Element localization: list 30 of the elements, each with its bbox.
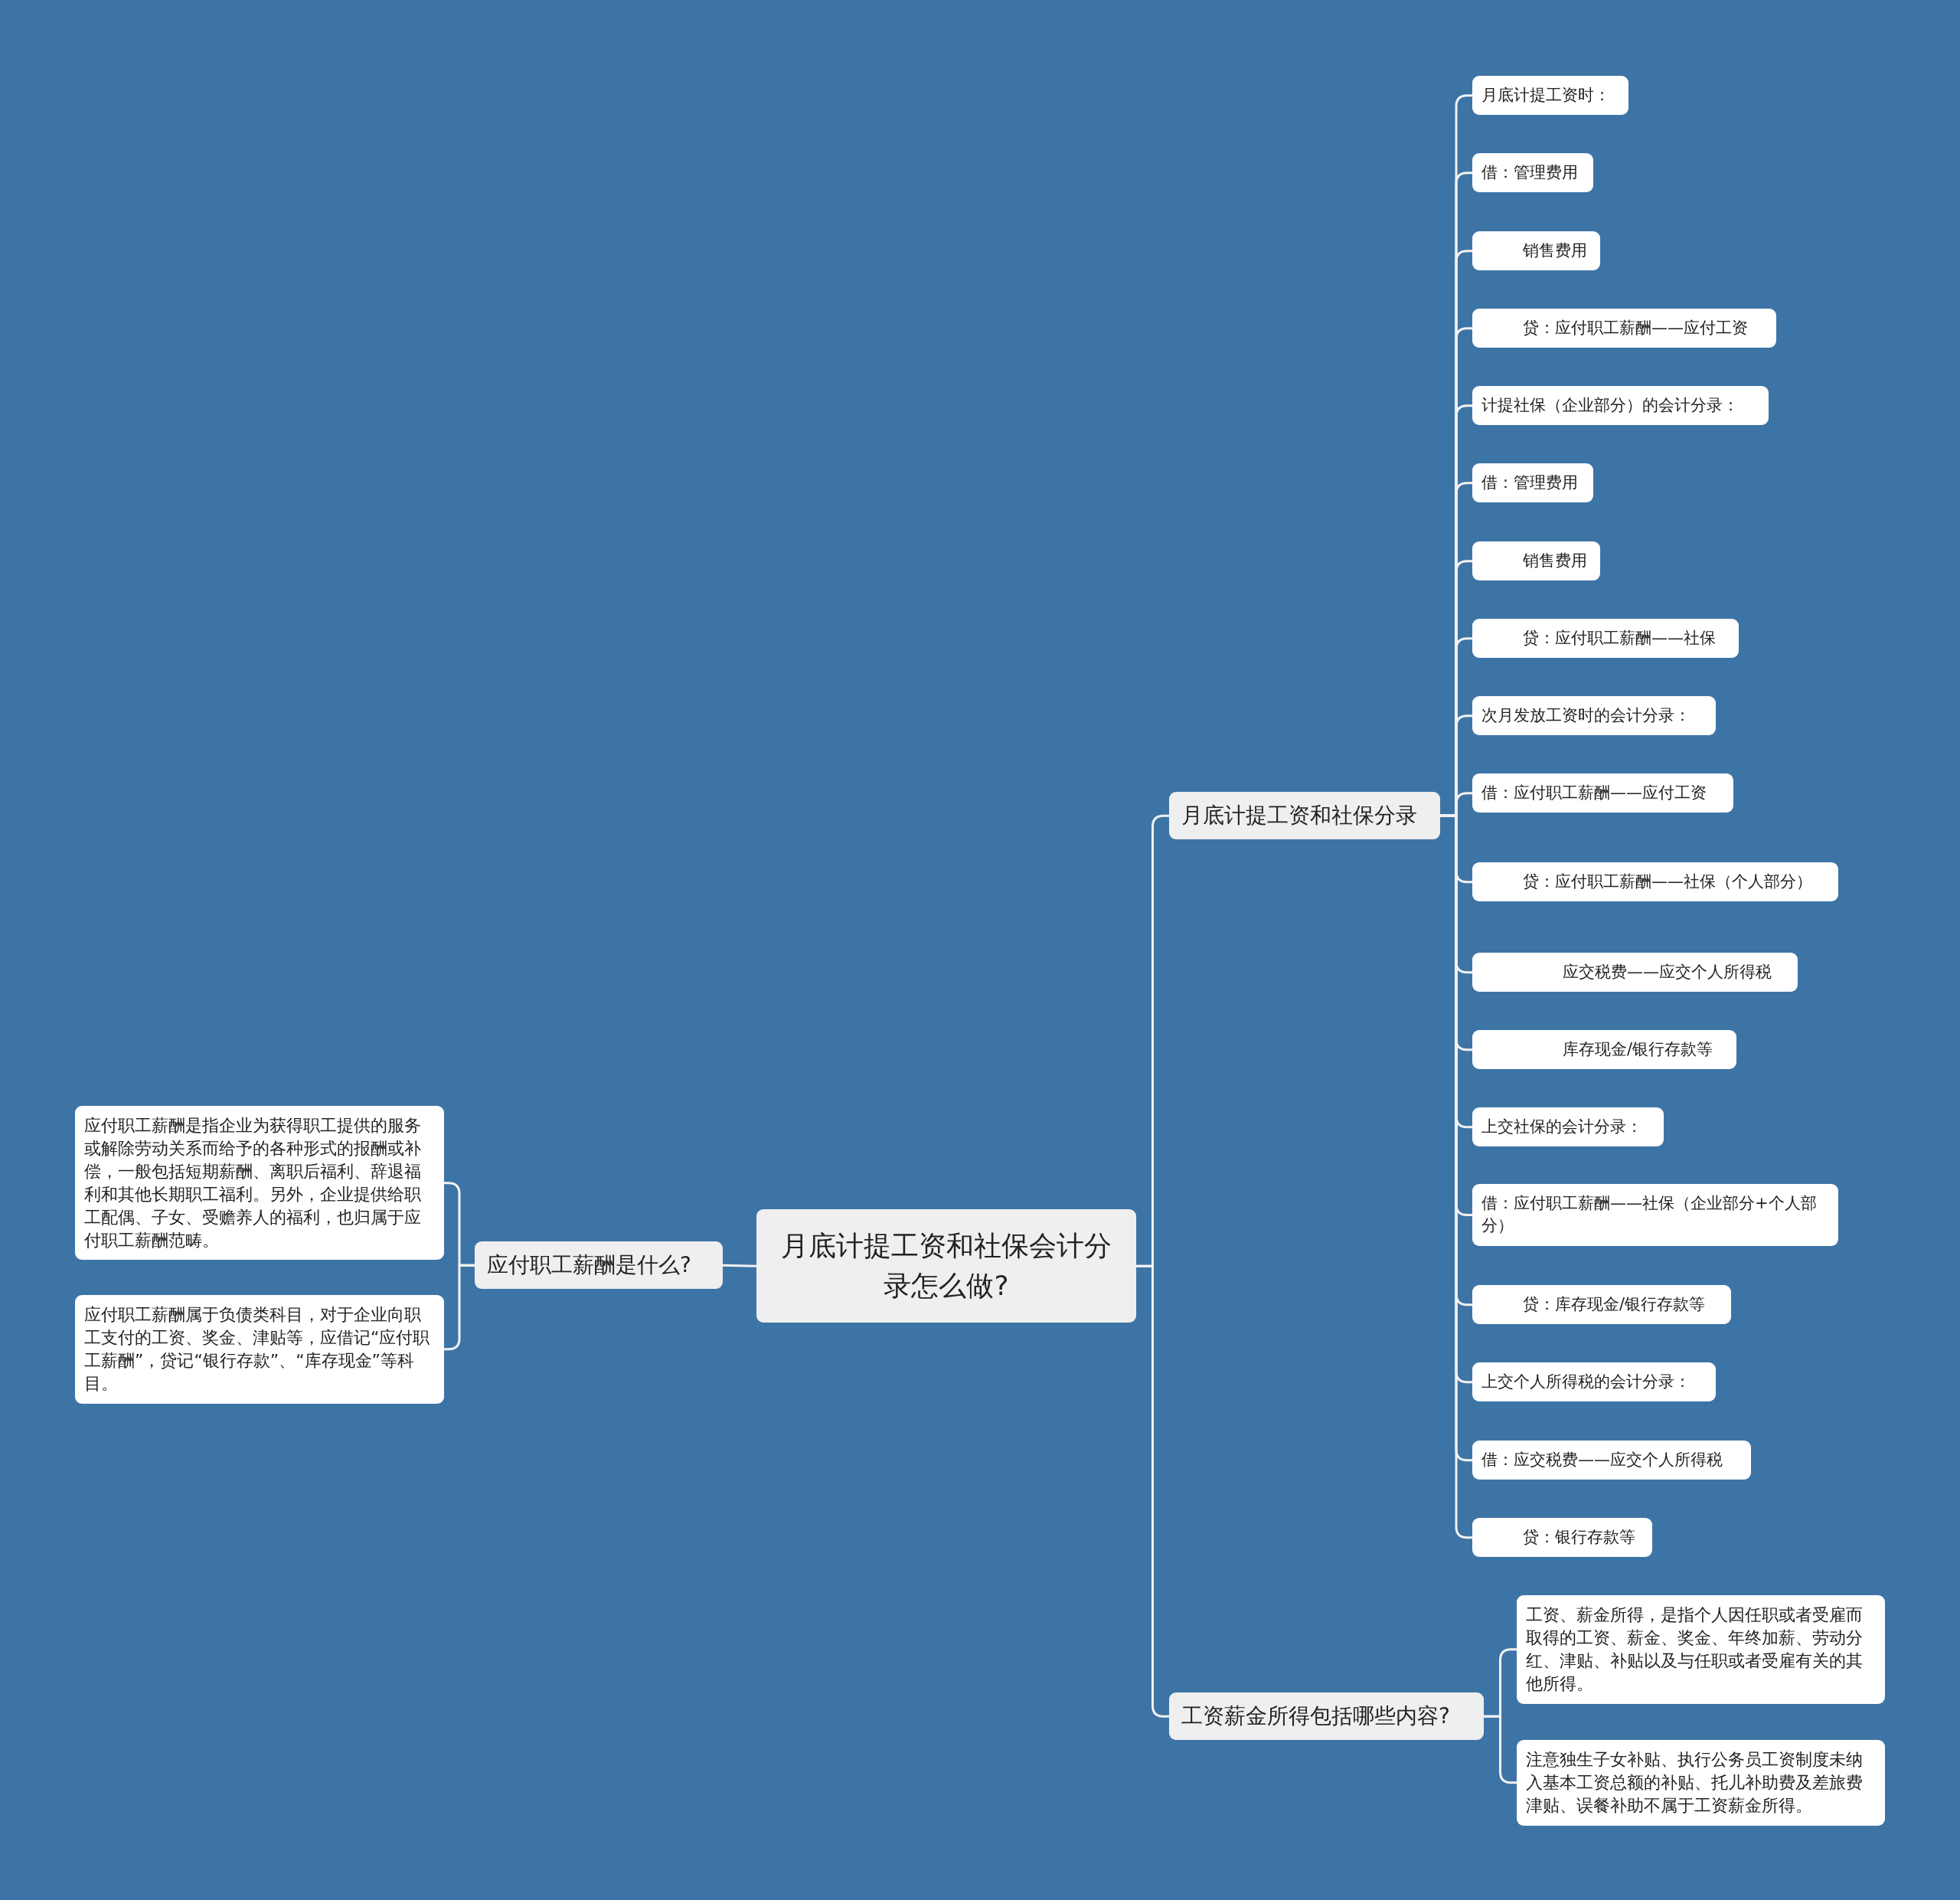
entry-box: 借：管理费用	[1472, 463, 1593, 503]
entry-box: 月底计提工资时：	[1472, 76, 1628, 116]
entry-box: 贷：应付职工薪酬——社保	[1472, 619, 1739, 659]
entry-box: 贷：库存现金/银行存款等	[1472, 1285, 1731, 1325]
entry-box: 计提社保（企业部分）的会计分录：	[1472, 386, 1769, 426]
entry-box: 借：应交税费——应交个人所得税	[1472, 1441, 1751, 1480]
connector-line	[722, 1264, 757, 1267]
entry-box: 库存现金/银行存款等	[1472, 1030, 1736, 1070]
text-box: 应付职工薪酬是指企业为获得职工提供的服务或解除劳动关系而给予的各种形式的报酬或补偿，一般包括短期薪酬、离职后福利、辞退福利和其他长期职工福利。另外，企业提供给职工配偶、子女、受赡养人的福利，也归属于应付职工薪酬范畴。	[75, 1106, 444, 1261]
entry-box: 应交税费——应交个人所得税	[1472, 953, 1798, 993]
branch-box: 月底计提工资和社保分录	[1169, 792, 1440, 840]
entry-box: 次月发放工资时的会计分录：	[1472, 696, 1716, 736]
entry-box: 借：管理费用	[1472, 153, 1593, 193]
entry-box: 销售费用	[1472, 541, 1600, 581]
branch-box: 应付职工薪酬是什么?	[475, 1241, 723, 1290]
connector-line	[1484, 1715, 1517, 1784]
connector-line	[1136, 1264, 1169, 1718]
entry-box: 贷：应付职工薪酬——应付工资	[1472, 309, 1776, 348]
entry-box: 上交社保的会计分录：	[1472, 1107, 1664, 1147]
entry-box: 借：应付职工薪酬——社保（企业部分+个人部分）	[1472, 1184, 1838, 1246]
text-box: 工资、薪金所得，是指个人因任职或者受雇而取得的工资、薪金、奖金、年终加薪、劳动分红、津贴、补贴以及与任职或者受雇有关的其他所得。	[1517, 1595, 1885, 1704]
branch-box: 工资薪金所得包括哪些内容?	[1169, 1692, 1484, 1741]
topic-box: 月底计提工资和社保会计分录怎么做?	[756, 1209, 1136, 1323]
entry-box: 贷：应付职工薪酬——社保（个人部分）	[1472, 862, 1838, 902]
text-box: 应付职工薪酬属于负债类科目，对于企业向职工支付的工资、奖金、津贴等，应借记“应付职工薪酬”，贷记“银行存款”、“库存现金”等科目。	[75, 1295, 444, 1404]
entry-box: 贷：银行存款等	[1472, 1518, 1652, 1558]
entry-box: 销售费用	[1472, 231, 1600, 271]
text-box: 注意独生子女补贴、执行公务员工资制度未纳入基本工资总额的补贴、托儿补助费及差旅费津贴、误餐补助不属于工资薪金所得。	[1517, 1740, 1885, 1826]
entry-box: 上交个人所得税的会计分录：	[1472, 1362, 1716, 1402]
entry-box: 借：应付职工薪酬——应付工资	[1472, 773, 1733, 813]
